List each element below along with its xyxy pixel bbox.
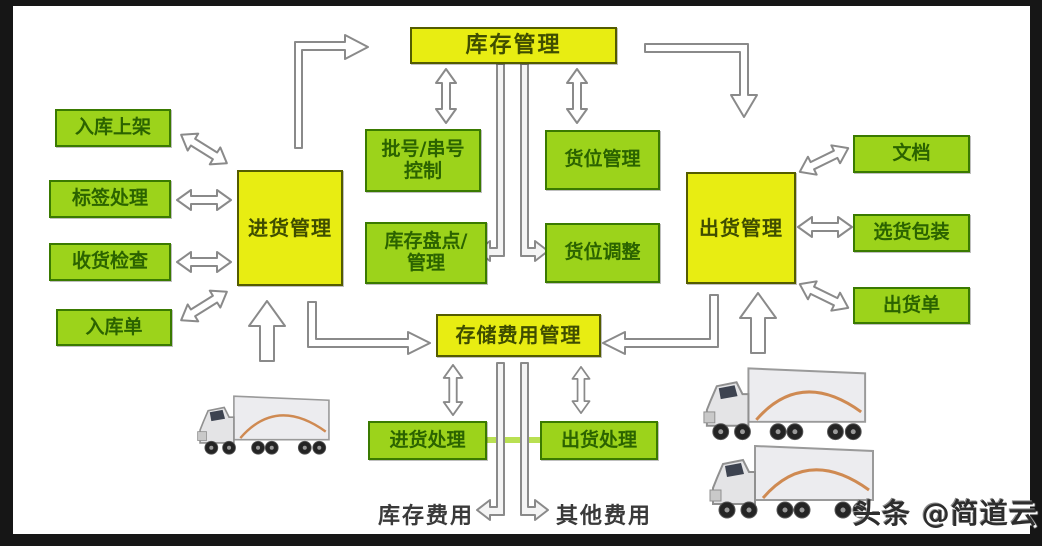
arrow-inventory-to-outbound [644, 43, 758, 118]
arrow-storage-to-inventorycost [476, 362, 505, 521]
node-inbound-management: 进货管理 [237, 170, 343, 286]
double-arrow-labelproc-inbound [176, 189, 232, 211]
node-inbound-processing: 进货处理 [368, 421, 487, 460]
double-arrow-storage-inboundproc [442, 364, 464, 416]
node-label: 选货包装 [873, 221, 950, 244]
arrow-storage-to-othercost [520, 362, 549, 521]
node-storage-cost-management: 存储费用管理 [436, 314, 601, 357]
node-label: 入库上架 [74, 116, 151, 139]
node-location-management: 货位管理 [545, 130, 660, 190]
node-stock-count-management: 库存盘点/ 管理 [365, 222, 487, 284]
node-label: 入库单 [85, 315, 143, 338]
truck-image [196, 394, 331, 456]
node-batch-serial-control: 批号/串号 控制 [365, 129, 481, 192]
node-label: 出货管理 [699, 215, 783, 240]
node-receiving-inspection: 收货检查 [49, 243, 171, 281]
double-arrow-outbound-pickpack [797, 216, 853, 238]
truck-image [708, 444, 875, 520]
double-arrow-inventory-locationmgmt [566, 67, 588, 125]
node-label: 库存管理 [465, 32, 562, 58]
node-inbound-shelving: 入库上架 [55, 109, 171, 147]
node-inbound-order: 入库单 [56, 309, 172, 346]
label-inventory-cost: 库存费用 [378, 504, 475, 529]
node-label-line1: 库存盘点/ [384, 230, 468, 253]
node-label-line2: 管理 [406, 252, 445, 274]
green-connector-line [485, 437, 542, 443]
arrow-inbound-to-storagecost [307, 301, 431, 355]
double-arrow-inventory-batchserial [435, 67, 457, 125]
double-arrow-outbound-shippingorder [794, 274, 854, 318]
node-location-adjustment: 货位调整 [545, 223, 660, 283]
up-arrow-trucks-to-outbound [739, 292, 777, 354]
node-outbound-processing: 出货处理 [540, 421, 658, 460]
arrow-inventory-to-locationadjust [520, 63, 549, 262]
double-arrow-shelving-inbound [174, 125, 234, 173]
frame-bottom [0, 534, 1042, 546]
frame-right [1030, 0, 1042, 546]
node-label-line2: 控制 [403, 159, 442, 182]
double-arrow-inboundorder-inbound [174, 282, 234, 330]
node-label: 标签处理 [71, 187, 148, 210]
node-documents: 文档 [853, 135, 970, 173]
node-label: 货位管理 [564, 148, 641, 171]
node-label: 存储费用管理 [455, 323, 582, 347]
double-arrow-storage-outboundproc [571, 366, 591, 414]
node-label-line1: 批号/串号 [381, 137, 465, 160]
double-arrow-outbound-documents [794, 138, 854, 182]
node-label-processing: 标签处理 [49, 180, 171, 218]
node-label: 文档 [892, 142, 931, 165]
frame-top [0, 0, 1042, 6]
node-inventory-management: 库存管理 [410, 27, 617, 64]
node-label: 进货管理 [248, 215, 332, 240]
node-label: 货位调整 [564, 241, 641, 264]
frame-left [0, 0, 13, 546]
node-label: 出货单 [882, 293, 940, 316]
label-other-cost: 其他费用 [556, 504, 653, 529]
arrow-outbound-to-storagecost [602, 294, 719, 355]
node-outbound-management: 出货管理 [686, 172, 796, 284]
up-arrow-truck-to-inbound [248, 300, 286, 362]
node-label: 出货处理 [560, 428, 637, 451]
arrow-inbound-to-inventory [294, 34, 369, 149]
node-label: 收货检查 [71, 250, 148, 273]
node-pick-pack: 选货包装 [853, 214, 970, 252]
double-arrow-inspection-inbound [176, 251, 232, 273]
node-shipping-order: 出货单 [853, 287, 970, 324]
watermark-toutiao-jiandaoyun: 头条 @简道云 [853, 497, 1038, 530]
node-label: 进货处理 [389, 428, 466, 451]
truck-image [702, 366, 867, 442]
